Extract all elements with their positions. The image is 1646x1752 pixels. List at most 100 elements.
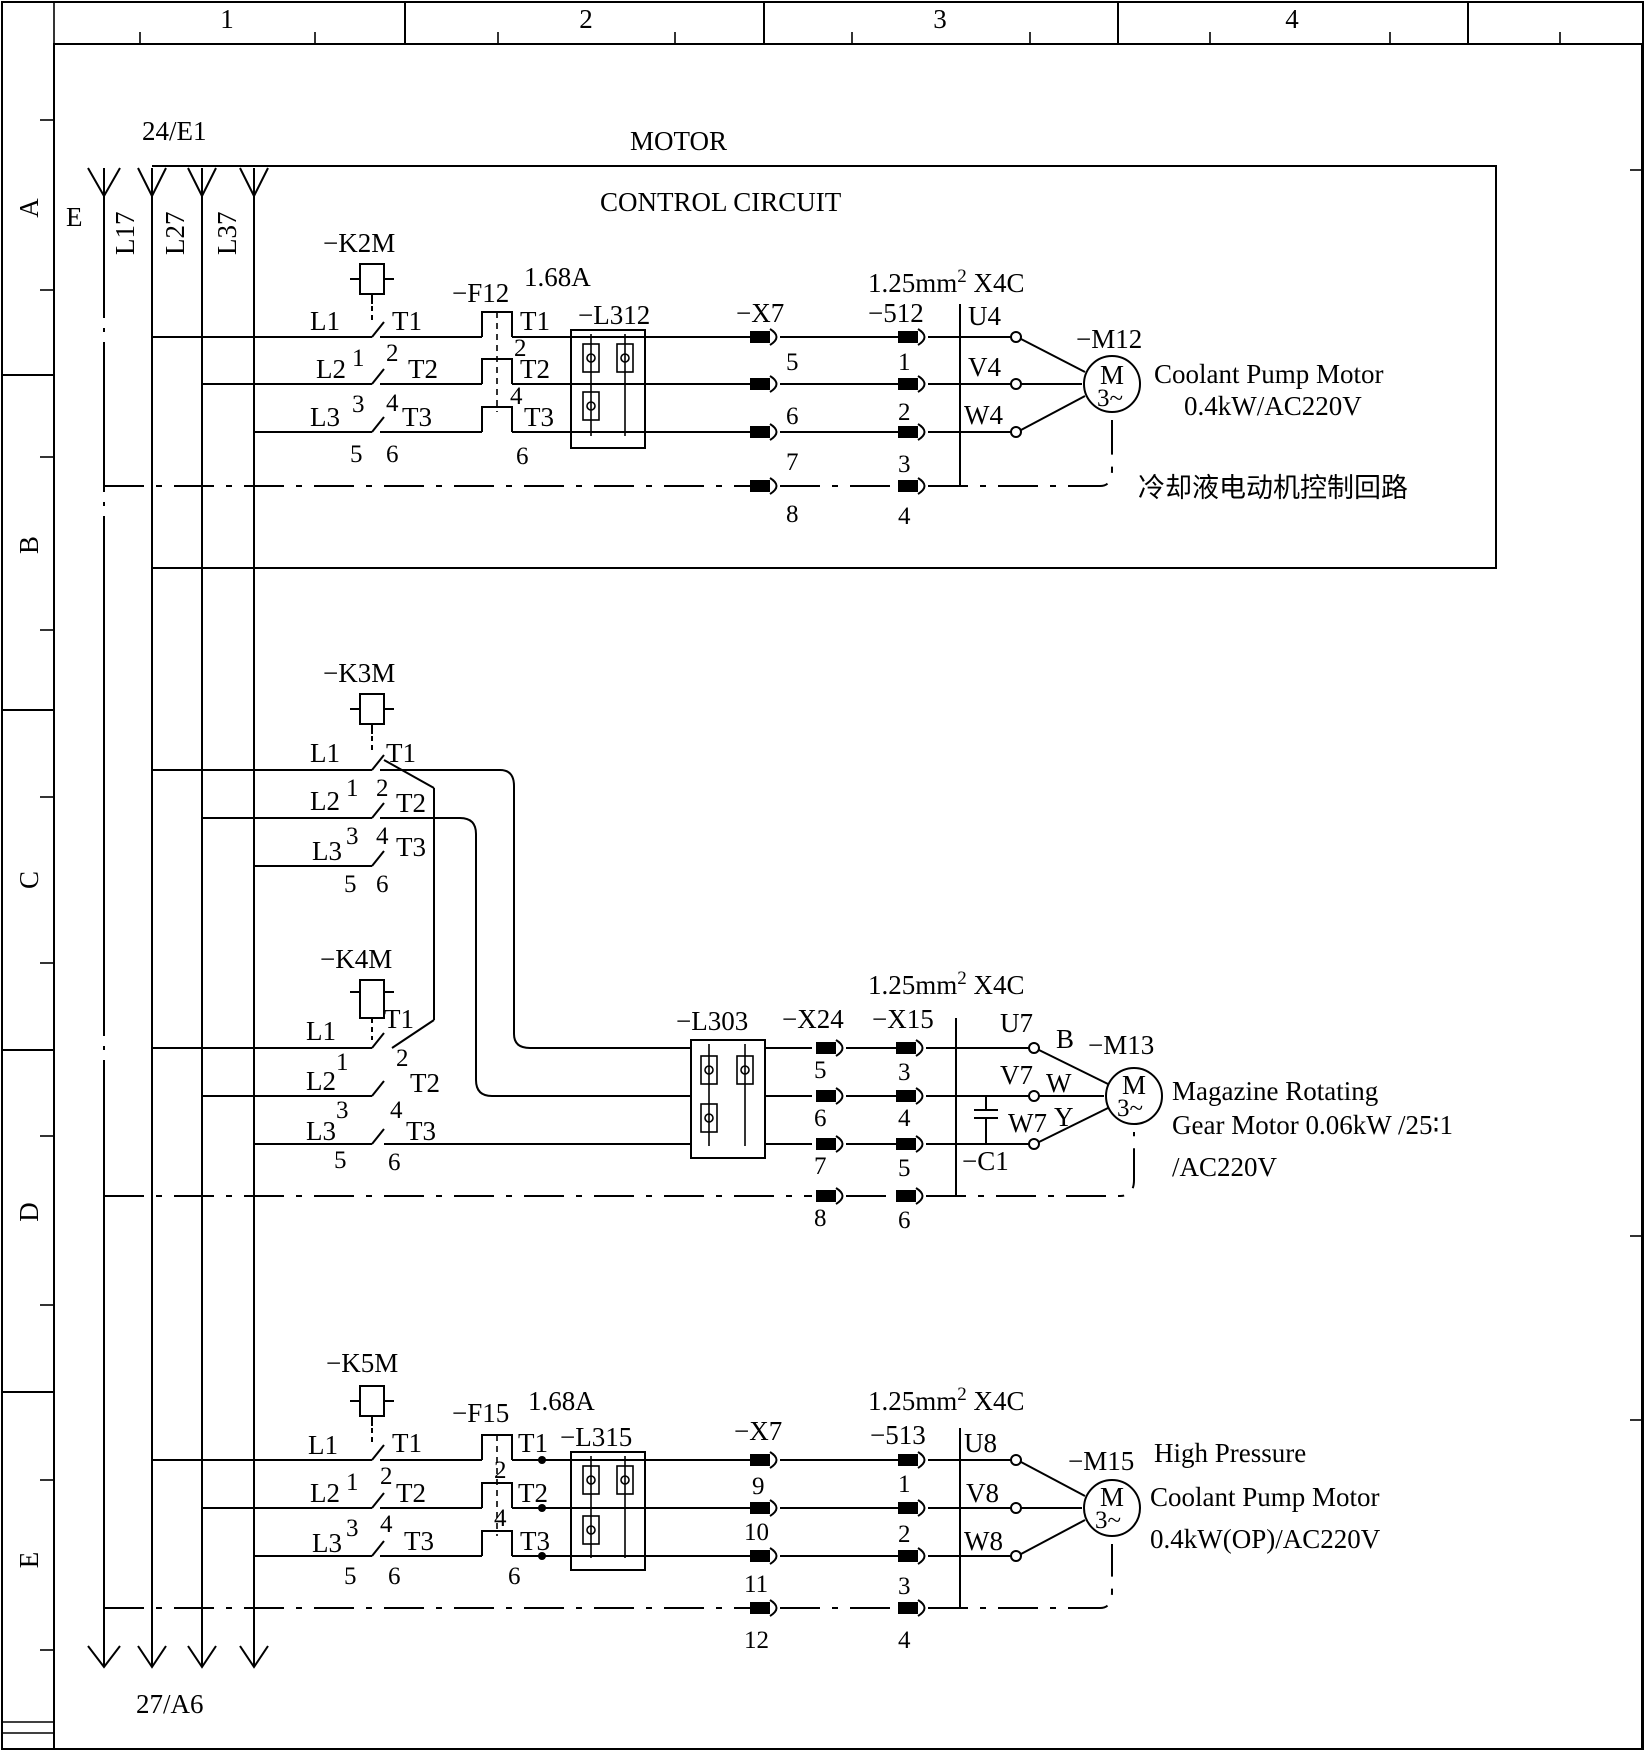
breaker-terminal-label: T2: [518, 1478, 548, 1508]
motor-description: 0.4kW/AC220V: [1184, 391, 1362, 421]
motor-terminal-label: U4: [968, 301, 1001, 331]
contact: [371, 1444, 385, 1461]
pin-label: 4: [380, 1511, 393, 1538]
motor-control-box: MOTOR CONTROL CIRCUIT: [152, 126, 1497, 569]
connector-pin: 6: [786, 403, 799, 430]
connector-pin: 5: [786, 349, 799, 376]
svg-text:M: M: [1122, 1070, 1146, 1100]
row-label: C: [14, 871, 44, 889]
connector-label: −X7: [736, 298, 784, 328]
load-terminal-label: T1: [384, 1004, 414, 1034]
pin-label: 2: [380, 1463, 393, 1490]
load-terminal-label: T1: [392, 1428, 422, 1458]
connector-cable-512: [898, 328, 926, 495]
contactor-coil: [350, 693, 394, 754]
motor-terminal-label: U7: [1000, 1008, 1033, 1038]
contactor-label: −K3M: [323, 658, 395, 688]
contact: [371, 1128, 385, 1145]
motor-m15-symbol: M 3~: [1083, 1479, 1141, 1537]
column-label: 1: [220, 4, 234, 34]
pin-label: 4: [386, 390, 399, 417]
pin-label: 4: [390, 1097, 403, 1124]
cable-label: −512: [868, 298, 924, 328]
motor-m12-symbol: M 3~: [1083, 355, 1141, 413]
cable-pin: 3: [898, 1059, 911, 1086]
busbars: 24/E1 27/A6 E L17 L27 L37: [66, 116, 269, 1719]
row-label: B: [14, 536, 44, 554]
connector-pin: 7: [786, 449, 799, 476]
line-terminal-label: L3: [310, 402, 340, 432]
load-terminal-label: T1: [392, 306, 422, 336]
contact: [371, 1080, 385, 1097]
cable-spec: 1.25mm2 X4C: [868, 1384, 1025, 1416]
motor-label: −M12: [1076, 324, 1142, 354]
bus-reference-top: 24/E1: [142, 116, 207, 146]
circuit-description-cn: 冷却液电动机控制回路: [1138, 473, 1408, 504]
motor-terminal-label: W4: [964, 400, 1003, 430]
cable-label: −X15: [872, 1004, 934, 1034]
column-label: 3: [933, 4, 947, 34]
line-terminal-label: L2: [316, 354, 346, 384]
motor-terminal-label: V7: [1000, 1060, 1033, 1090]
breaker-label: −F12: [452, 278, 509, 308]
contact: [371, 802, 385, 819]
bus-label: E: [66, 202, 83, 232]
box-subtitle: CONTROL CIRCUIT: [600, 187, 842, 217]
cable-spec: 1.25mm2 X4C: [868, 968, 1025, 1000]
motor-terminal-label: V8: [966, 1478, 999, 1508]
breaker-terminal-label: T3: [520, 1526, 550, 1556]
breaker-terminal-label: 6: [516, 443, 529, 470]
motor-description: 0.4kW(OP)/AC220V: [1150, 1524, 1381, 1554]
breaker-rating: 1.68A: [528, 1386, 595, 1416]
pin-label: 5: [350, 441, 363, 468]
column-label: 4: [1285, 4, 1299, 34]
line-terminal-label: L1: [310, 306, 340, 336]
filter-label: −L303: [676, 1006, 748, 1036]
row-label: E: [14, 1552, 44, 1569]
bus-reference-bottom: 27/A6: [136, 1689, 204, 1719]
svg-text:3~: 3~: [1117, 1095, 1143, 1122]
contactor-label: −K4M: [320, 944, 392, 974]
pin-label: 5: [344, 1563, 357, 1590]
bus-label: L27: [160, 212, 190, 256]
contact: [371, 416, 385, 433]
motor-terminal-label: W7: [1008, 1108, 1047, 1138]
contact: [371, 368, 385, 385]
row-label: A: [14, 198, 44, 218]
contact: [371, 1492, 385, 1509]
cable-pin: 1: [898, 1471, 911, 1498]
pin-label: 6: [376, 871, 389, 898]
connector-pin: 11: [744, 1571, 768, 1598]
pin-label: 1: [352, 345, 365, 372]
cable-pin: 4: [898, 1105, 911, 1132]
cable-spec: 1.25mm2 X4C: [868, 266, 1025, 298]
capacitor-label: −C1: [962, 1146, 1009, 1176]
pin-label: 3: [352, 391, 365, 418]
filter-label: −L315: [560, 1422, 632, 1452]
breaker-symbol: [481, 1434, 513, 1556]
load-terminal-label: T3: [402, 402, 432, 432]
contactor-label: −K2M: [323, 228, 395, 258]
breaker-terminal-label: 2: [494, 1457, 507, 1484]
svg-text:3~: 3~: [1097, 385, 1123, 412]
filter-symbol: [690, 1039, 766, 1159]
line-terminal-label: L1: [306, 1016, 336, 1046]
breaker-terminal-label: 4: [510, 383, 523, 410]
load-terminal-label: T2: [396, 788, 426, 818]
pin-label: 1: [346, 775, 359, 802]
contact: [371, 1032, 385, 1049]
circuit-coolant-pump: −K2M L1 L2 L3 1 3 5 2 4 6 T1 T2 T3 −F12 …: [104, 228, 1408, 530]
motor-label: −M15: [1068, 1446, 1134, 1476]
pin-label: 6: [386, 441, 399, 468]
pin-label: 2: [396, 1045, 409, 1072]
breaker-terminal-label: T1: [518, 1428, 548, 1458]
column-label: 2: [579, 4, 593, 34]
motor-terminal-label: V4: [968, 352, 1001, 382]
pin-label: 2: [386, 340, 399, 367]
load-terminal-label: T3: [404, 1526, 434, 1556]
line-terminal-label: L3: [312, 836, 342, 866]
cable-pin: 1: [898, 349, 911, 376]
contactor-coil: [350, 1385, 394, 1444]
motor-terminal-label: U8: [964, 1428, 997, 1458]
motor-description: Coolant Pump Motor: [1154, 359, 1384, 389]
